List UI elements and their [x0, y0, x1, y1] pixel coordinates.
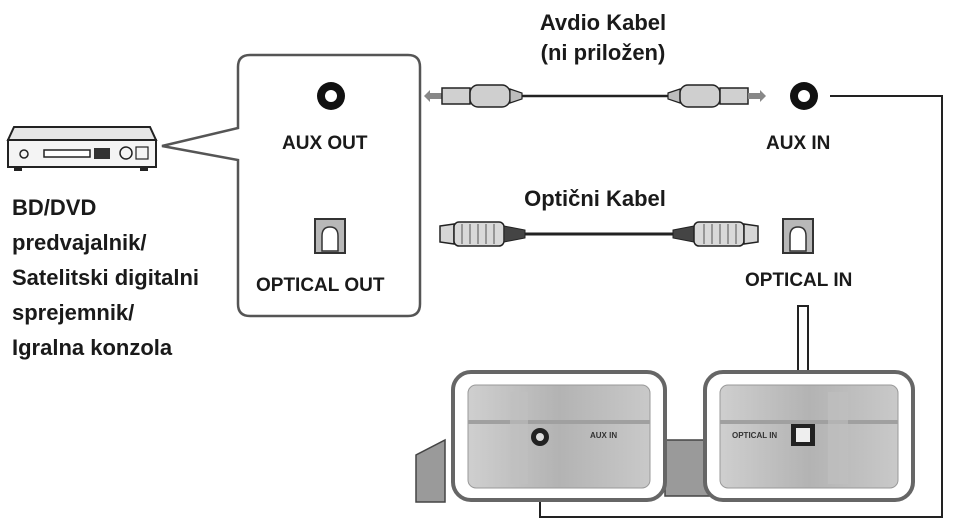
aux-out-label: AUX OUT: [282, 133, 368, 154]
source-device-line: sprejemnik/: [12, 300, 135, 325]
source-device-line: predvajalnik/: [12, 230, 147, 255]
soundbar-aux-in-label: AUX IN: [590, 431, 618, 440]
source-device-label: BD/DVD predvajalnik/ Satelitski digitaln…: [12, 190, 199, 365]
audio-cable: [424, 84, 766, 108]
source-ports-callout: [161, 53, 422, 318]
soundbar-optical-panel: [703, 370, 915, 502]
optical-out-label: OPTICAL OUT: [256, 275, 385, 296]
aux-in-label: AUX IN: [766, 133, 831, 154]
optical-out-port-icon: [314, 218, 346, 254]
source-device-line: Igralna konzola: [12, 335, 173, 360]
source-device-line: Satelitski digitalni: [12, 265, 200, 290]
audio-cable-title-line: Avdio Kabel: [539, 10, 667, 35]
audio-cable-title-line: (ni priložen): [540, 40, 666, 65]
optical-cable-title: Optični Kabel: [524, 186, 666, 211]
aux-in-jack-icon: [790, 82, 818, 110]
bd-dvd-player-icon: [6, 126, 158, 171]
optical-in-port-icon: [782, 218, 814, 254]
soundbar-optical-in-label: OPTICAL IN: [732, 431, 778, 440]
optical-in-label: OPTICAL IN: [745, 270, 853, 291]
aux-out-jack-icon: [317, 82, 345, 110]
source-device-line: BD/DVD: [12, 195, 97, 220]
optical-cable: [439, 221, 759, 247]
audio-cable-title: Avdio Kabel (ni priložen): [510, 8, 696, 68]
soundbar-aux-panel: [451, 370, 667, 502]
